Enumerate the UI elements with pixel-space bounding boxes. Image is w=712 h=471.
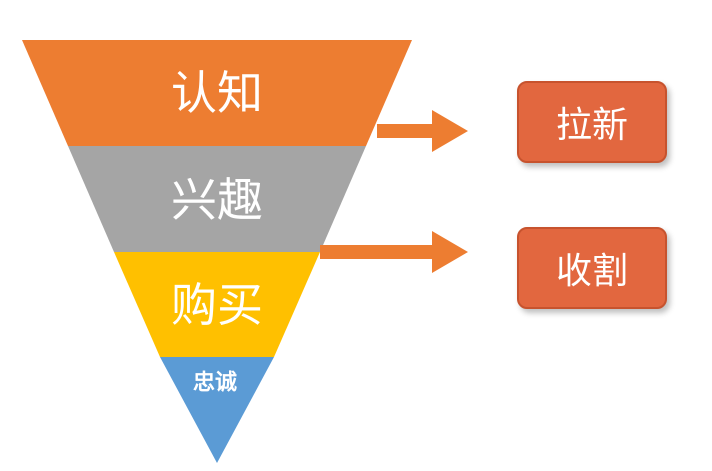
funnel-stage-purchase-label: 购买 [171,278,263,332]
funnel-stage-awareness [22,40,412,146]
funnel-stage-awareness-label: 认知 [171,66,263,120]
funnel-stage-interest [68,146,366,252]
arrow-right-icon [377,110,468,152]
result-box-harvest-label: 收割 [555,251,628,292]
funnel-stage-purchase [114,252,320,357]
funnel-stage-interest-label: 兴趣 [171,173,263,227]
funnel-stage-loyalty-label: 忠诚 [193,371,237,396]
result-box-acquisition: 拉新 [517,81,667,163]
arrow-right-icon [320,231,468,273]
funnel-stage-loyalty [160,357,274,463]
result-box-harvest: 收割 [517,227,667,309]
result-box-acquisition-label: 拉新 [555,105,628,146]
